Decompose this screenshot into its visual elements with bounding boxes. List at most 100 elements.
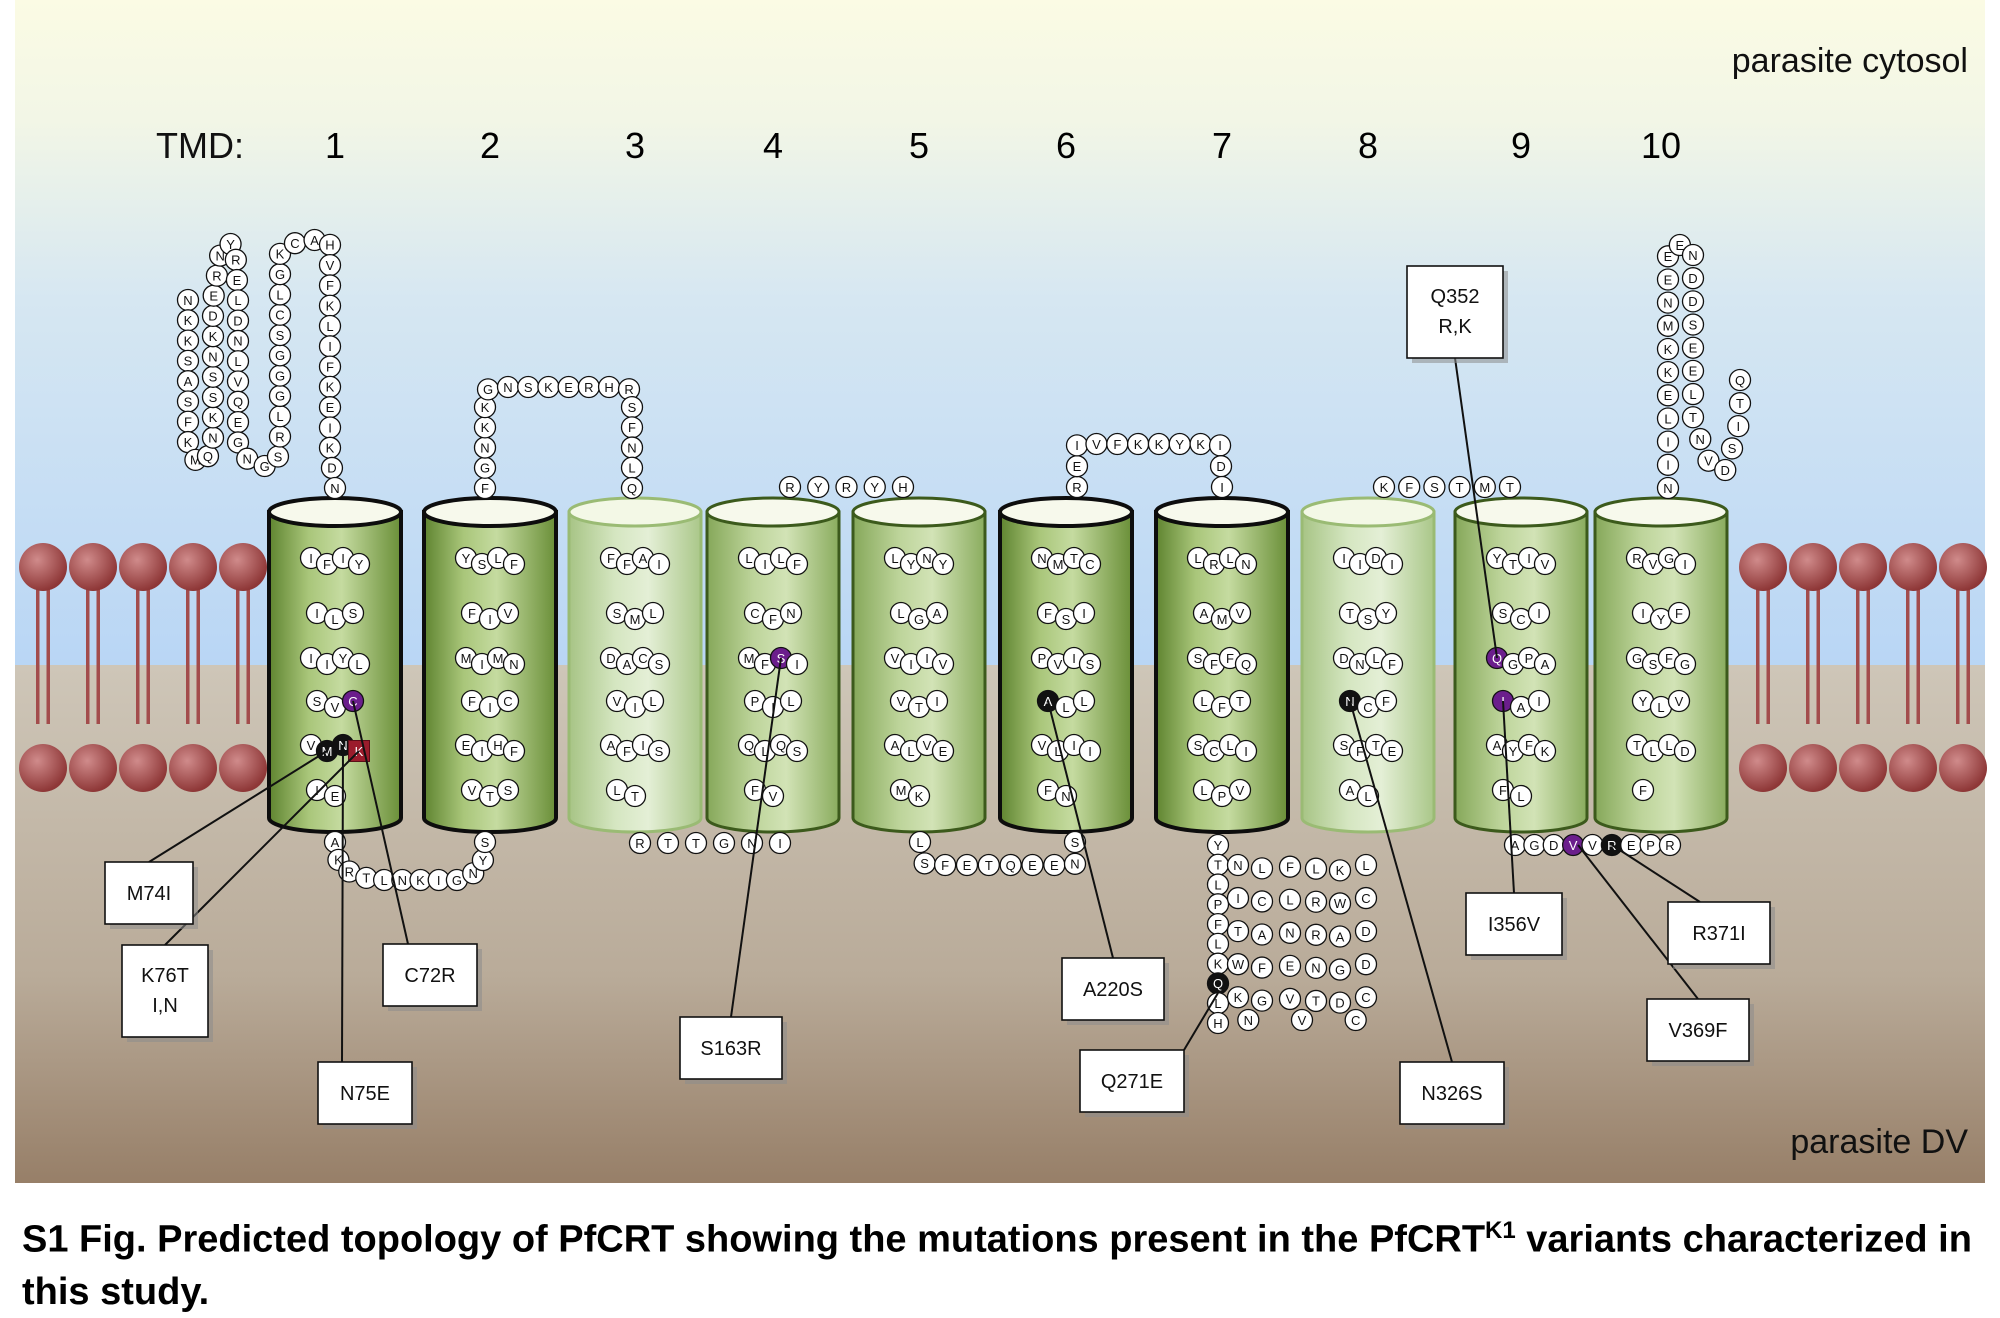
residue-letter: S <box>920 856 929 871</box>
residue-letter: I <box>1390 557 1394 572</box>
residue-letter: C <box>1361 891 1370 906</box>
residue-letter: I <box>1527 551 1531 566</box>
residue-circle <box>1398 475 1421 499</box>
residue-circle <box>1720 437 1744 460</box>
residue-circle <box>473 830 497 854</box>
residue-circle <box>1290 1008 1314 1032</box>
residue-letter: L <box>1689 387 1696 402</box>
residue-letter: E <box>1286 959 1295 974</box>
residue-letter: Y <box>1214 838 1223 853</box>
mutation-box <box>679 1016 783 1080</box>
residue-letter: L <box>1214 877 1221 892</box>
residue-letter: G <box>260 459 270 474</box>
residue-letter: I <box>1358 557 1362 572</box>
residue-circle <box>1304 923 1328 946</box>
residue-letter: R <box>231 253 240 268</box>
residue-circle <box>1072 601 1096 625</box>
residue-letter: R <box>345 864 354 879</box>
residue-letter: G <box>1529 838 1539 853</box>
residue-letter: F <box>481 481 489 496</box>
residue-circle <box>740 831 764 855</box>
residue-letter: F <box>1675 606 1683 621</box>
tmd-cylinder-top <box>851 496 987 528</box>
mutation-box <box>1667 901 1771 965</box>
residue-circle <box>1237 1008 1260 1032</box>
residue-circle <box>496 778 520 802</box>
residue-letter: L <box>745 551 752 566</box>
residue-letter: I <box>771 700 775 715</box>
residue-letter: M <box>744 651 755 666</box>
callout-line <box>1454 357 1498 659</box>
lipid-head <box>1789 543 1837 591</box>
residue-circle <box>1380 552 1404 576</box>
residue-letter: G <box>275 267 285 282</box>
residue-circle <box>1228 601 1252 625</box>
residue-circle <box>1681 243 1705 267</box>
residue-letter: E <box>326 400 335 415</box>
lipid-head <box>1889 543 1937 591</box>
residue-letter: Q <box>1492 651 1502 666</box>
residue-circle <box>496 689 520 713</box>
lipid-tail <box>46 582 50 724</box>
residue-letter: Y <box>814 480 823 495</box>
residue-circle <box>1210 475 1234 499</box>
residue-circle <box>907 784 931 808</box>
residue-circle <box>955 853 979 877</box>
residue-letter: N <box>330 481 339 496</box>
residue-letter: F <box>1113 437 1121 452</box>
residue-letter: A <box>607 738 616 753</box>
residue-letter: G <box>275 368 285 383</box>
residue-letter: Q <box>744 738 754 753</box>
residue-letter: I <box>1072 651 1076 666</box>
residue-letter: L <box>761 744 768 759</box>
residue-letter: Y <box>1657 612 1666 627</box>
residue-letter: I <box>763 557 767 572</box>
residue-circle <box>1278 888 1302 911</box>
mutation-label-alt: R,K <box>1438 316 1472 338</box>
residue-circle <box>807 475 830 499</box>
residue-letter: E <box>1664 272 1673 287</box>
residue-letter: K <box>1196 437 1205 452</box>
residue-letter: E <box>939 744 948 759</box>
mutation-label: V369F <box>1669 1020 1728 1042</box>
residue-circle <box>1354 919 1378 943</box>
residue-letter: I <box>1218 438 1222 453</box>
mutation-label-alt: I,N <box>152 995 178 1017</box>
residue-letter: R <box>1209 557 1218 572</box>
residue-circle <box>1234 652 1258 676</box>
residue-circle <box>779 601 803 625</box>
residue-circle <box>1656 291 1680 314</box>
tmd-number: 9 <box>1511 125 1531 166</box>
residue-letter: I <box>488 612 492 627</box>
residue-letter: Y <box>226 237 235 252</box>
lipid-tail <box>146 582 150 724</box>
residue-letter: F <box>184 415 192 430</box>
callout-line <box>1349 700 1453 1063</box>
residue-letter: T <box>1456 480 1464 495</box>
tmd-cylinder-top <box>998 496 1134 528</box>
residue-letter: S <box>1086 657 1095 672</box>
residue-letter: E <box>1664 249 1673 264</box>
residue-letter: I <box>1088 744 1092 759</box>
residue-circle <box>1078 552 1102 576</box>
residue-letter: K <box>184 333 193 348</box>
residue-circle <box>1656 407 1680 430</box>
residue-letter: F <box>1258 960 1266 975</box>
residue-circle <box>1228 689 1252 713</box>
residue-letter: T <box>631 789 639 804</box>
residue-circle <box>931 739 955 763</box>
residue-letter: V <box>1588 838 1597 853</box>
residue-letter: P <box>1214 897 1223 912</box>
residue-letter: C <box>1209 744 1218 759</box>
residue-circle <box>1656 337 1680 361</box>
lipid-head <box>69 744 117 792</box>
mutation-box <box>1061 957 1165 1021</box>
mutation-box <box>1399 1061 1505 1125</box>
residue-letter: L <box>381 873 388 888</box>
residue-letter: K <box>209 329 218 344</box>
residue-letter: G <box>452 873 462 888</box>
residue-circle <box>1681 406 1705 429</box>
residue-circle <box>1667 689 1691 713</box>
residue-letter: A <box>1346 783 1355 798</box>
residue-letter: S <box>524 380 533 395</box>
